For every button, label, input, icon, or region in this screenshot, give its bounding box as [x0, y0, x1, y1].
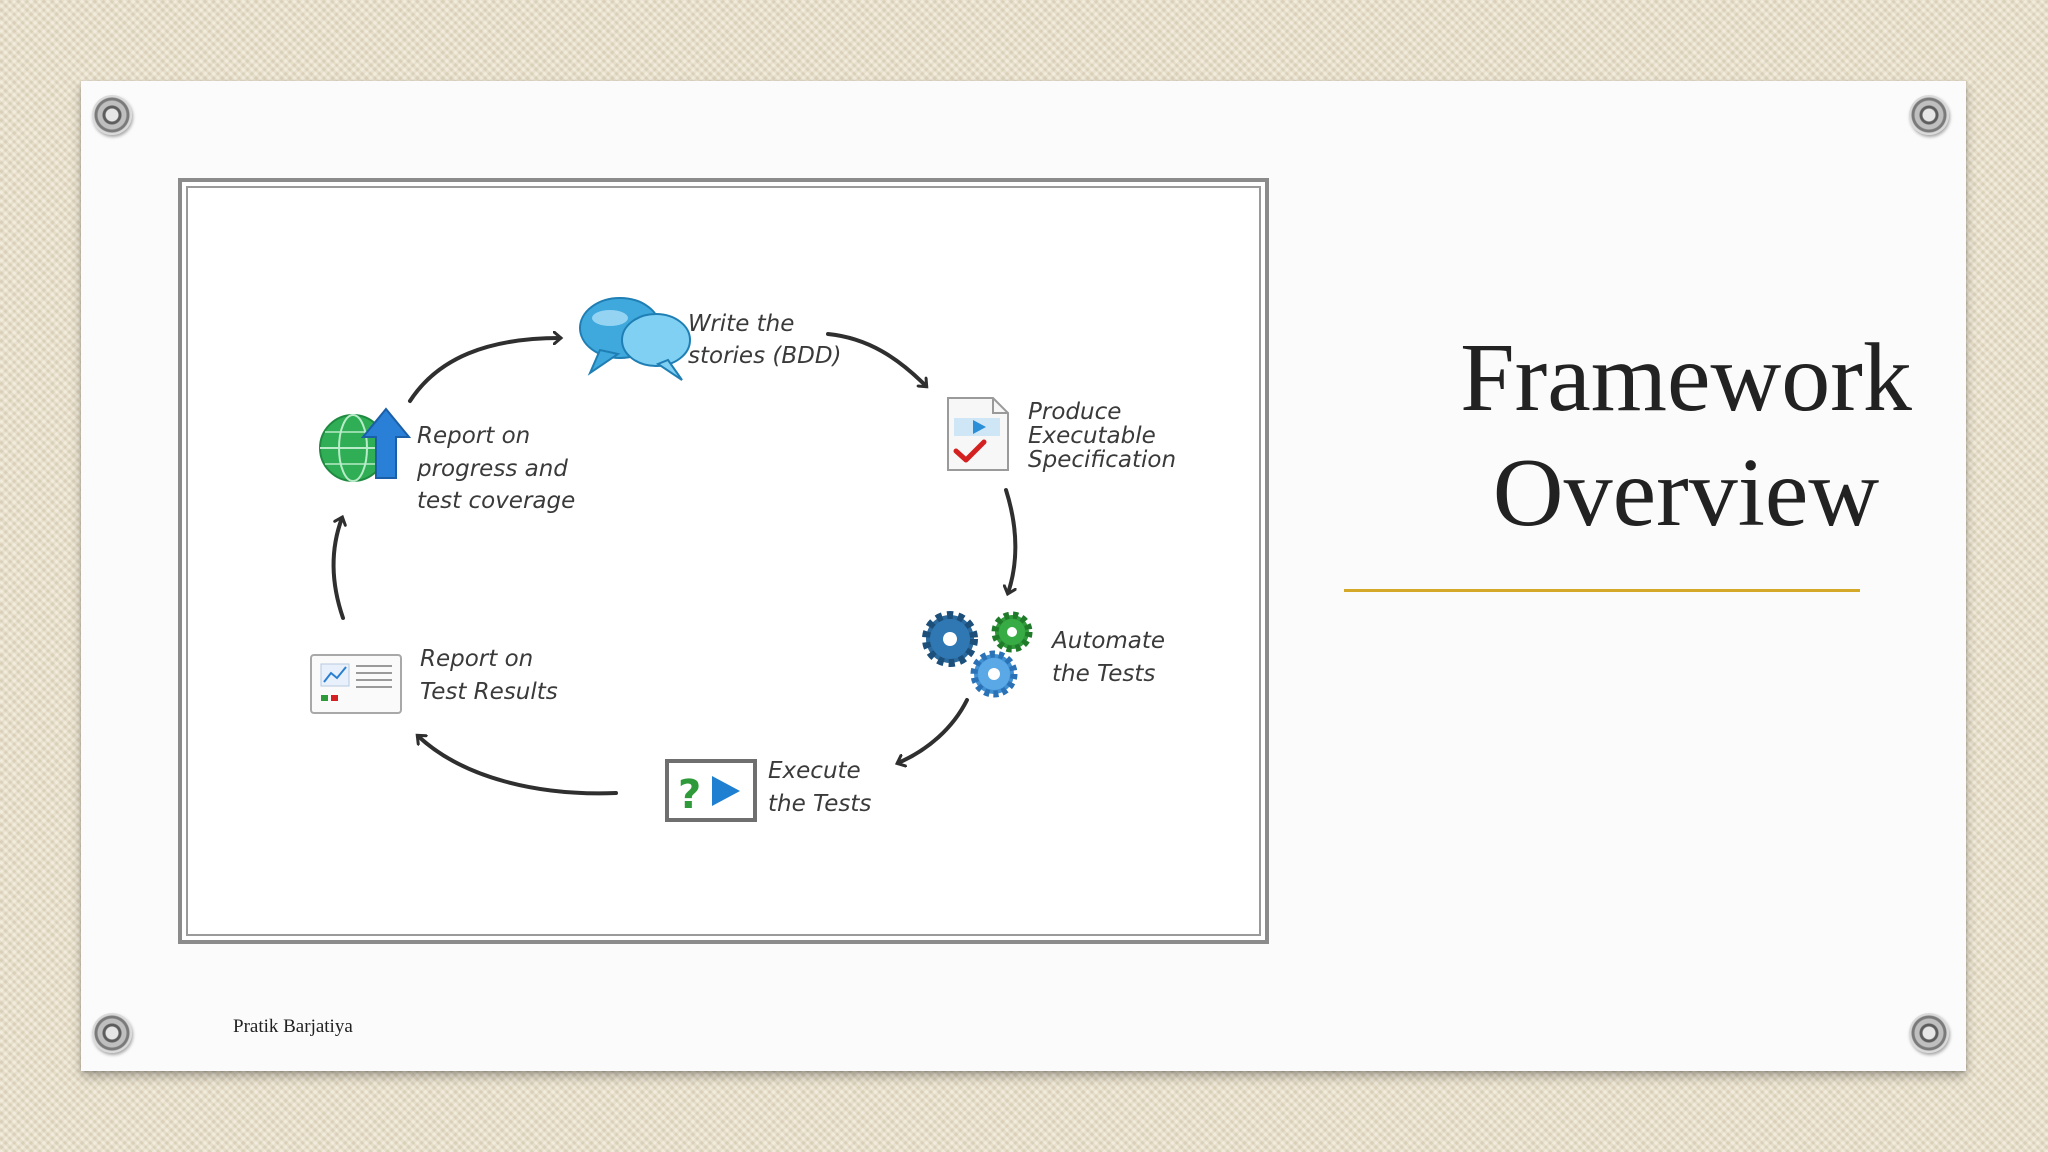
label-line: stories (BDD)	[688, 343, 842, 369]
spec-document-icon	[947, 397, 1009, 471]
label-line: Executable	[1028, 423, 1156, 449]
label-line: Automate	[1050, 628, 1165, 654]
cycle-arrow	[331, 518, 343, 620]
label-line: Specification	[1028, 447, 1176, 473]
title-line: Overview	[1492, 439, 1880, 547]
label-line: the Tests	[1052, 661, 1155, 687]
label-line: Execute	[768, 758, 861, 784]
footer-author: Pratik Barjatiya	[233, 1016, 353, 1037]
diagram-frame: ?	[178, 178, 1269, 944]
execute-console-icon: ?	[665, 759, 757, 822]
label-line: Write the	[688, 311, 794, 337]
screw-bottom-right-icon	[1909, 1013, 1949, 1053]
step-label-report-progress: Report on progress and test coverage	[416, 423, 575, 514]
screw-top-right-icon	[1909, 95, 1949, 135]
bdd-cycle-diagram: ?	[310, 297, 1176, 822]
cycle-arrow	[408, 338, 560, 403]
label-line: Produce	[1028, 399, 1121, 425]
cycle-arrow	[418, 736, 618, 796]
screw-top-left-icon	[92, 95, 132, 135]
globe-upload-icon	[319, 407, 412, 482]
step-label-produce: Produce Executable Specification	[1028, 399, 1176, 473]
screw-bottom-left-icon	[92, 1013, 132, 1053]
step-label-report-results: Report on Test Results	[420, 646, 558, 705]
step-label-write: Write the stories (BDD)	[688, 311, 842, 369]
page-title: Framework Overview	[1316, 321, 2048, 551]
cycle-arrow	[826, 332, 926, 386]
slide: ?	[81, 81, 1966, 1071]
step-label-execute: Execute the Tests	[768, 758, 871, 817]
diagram-canvas: ?	[186, 186, 1261, 936]
title-underline	[1344, 589, 1860, 592]
report-chart-icon	[310, 654, 402, 714]
gears-icon	[922, 611, 1033, 698]
label-line: Report on	[420, 646, 533, 672]
label-line: Test Results	[420, 679, 558, 705]
label-line: the Tests	[768, 791, 871, 817]
cycle-arrow	[898, 698, 969, 763]
speech-bubbles-icon	[579, 297, 691, 381]
title-line: Framework	[1460, 324, 1912, 432]
label-line: progress and	[416, 456, 568, 482]
svg-text:?: ?	[678, 772, 701, 818]
step-label-automate: Automate the Tests	[1050, 628, 1172, 687]
label-line: Report on	[417, 423, 530, 449]
label-line: test coverage	[417, 488, 575, 514]
cycle-arrow	[1006, 488, 1018, 593]
